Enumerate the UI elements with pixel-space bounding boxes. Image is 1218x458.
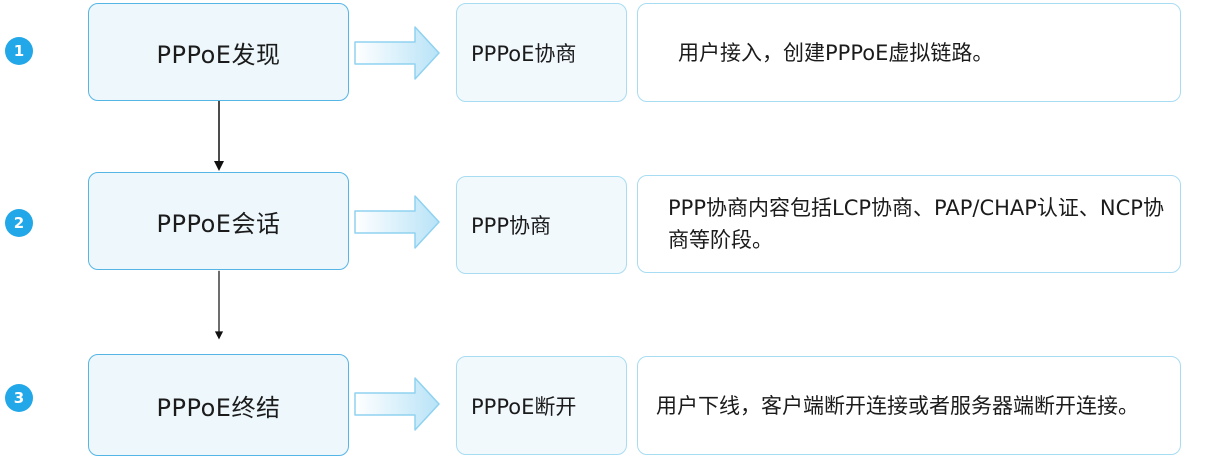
step-number-badge: 3 [5, 384, 33, 412]
right-arrow-icon [354, 195, 440, 249]
protocol-box-pppoe-negotiation: PPPoE协商 [456, 3, 627, 102]
right-arrow-icon [354, 26, 440, 80]
protocol-box-pppoe-disconnect: PPPoE断开 [456, 356, 627, 455]
step-number-badge: 2 [5, 209, 33, 237]
protocol-box-ppp-negotiation: PPP协商 [456, 176, 627, 274]
stage-box-session: PPPoE会话 [88, 172, 349, 270]
stage-box-discovery: PPPoE发现 [88, 3, 349, 101]
description-box-step-1: 用户接入，创建PPPoE虚拟链路。 [637, 3, 1181, 102]
description-box-step-3: 用户下线，客户端断开连接或者服务器端断开连接。 [637, 356, 1181, 455]
step-number-badge: 1 [5, 37, 33, 65]
stage-box-termination: PPPoE终结 [88, 354, 349, 456]
down-arrow-connector [214, 101, 224, 171]
description-box-step-2: PPP协商内容包括LCP协商、PAP/CHAP认证、NCP协商等阶段。 [637, 175, 1181, 273]
right-arrow-icon [354, 377, 440, 431]
down-arrow-connector [214, 270, 224, 340]
